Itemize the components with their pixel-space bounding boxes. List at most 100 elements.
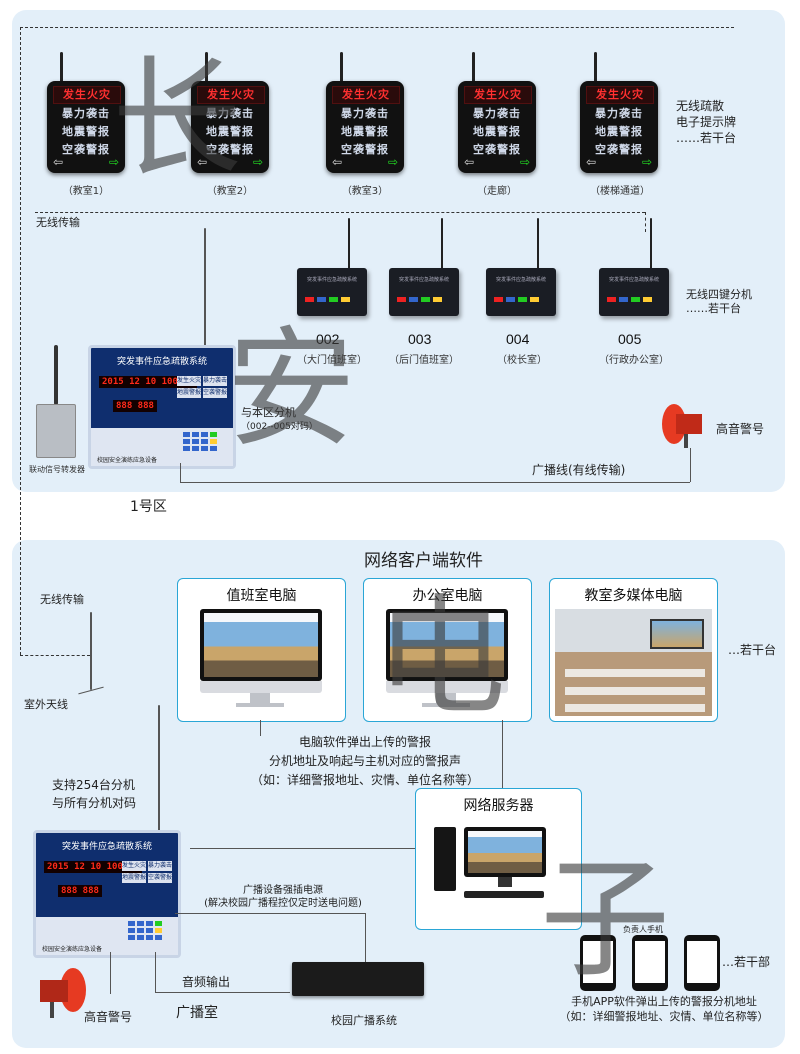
sign-row-earthquake: 地震警报 (341, 125, 389, 138)
host-caption: 校园安全演练应急设备 (97, 457, 158, 464)
wireless-link-middle (35, 212, 645, 213)
sub-unit-location: （校长室） (497, 355, 547, 366)
watermark-char: 安 (226, 313, 357, 465)
wireless-link-top (20, 27, 734, 28)
subs-note: 无线四键分机 ……若干台 (686, 288, 752, 315)
broadcast-wire-label: 广播线(有线传输) (532, 463, 626, 477)
sign-label: （教室1） (62, 186, 110, 197)
sign-row-fire: 发生火灾 (197, 86, 265, 104)
broadcast-room-label: 广播室 (176, 1005, 218, 1021)
sub-unit-number: 005 (618, 331, 642, 347)
sign-label: （楼梯通道） (590, 186, 650, 197)
sign-row-airraid: 空袭警报 (473, 143, 521, 156)
sign-row-airraid: 空袭警报 (62, 143, 110, 156)
phone-icon (580, 935, 616, 991)
host-led-datetime: 2015 12 10 1009 4 (44, 861, 143, 873)
host-key-airraid[interactable]: 空袭警报 (203, 388, 228, 398)
trigger-label: 联动信号转发器 (29, 465, 85, 474)
host-key-fire[interactable]: 发生火灾 (177, 376, 202, 386)
outdoor-antenna-icon (90, 612, 92, 690)
sub-unit-number: 002 (316, 331, 340, 347)
sub-unit-location: （大门值班室） (297, 355, 367, 366)
host-key-airraid[interactable]: 空袭警报 (148, 873, 173, 883)
wireless-label-bottom: 无线传输 (40, 593, 84, 606)
watermark-char: 电 (376, 581, 507, 733)
sign-row-violence: 暴力袭击 (595, 107, 643, 120)
sub-unit-number: 004 (506, 331, 530, 347)
outdoor-antenna-label: 室外天线 (24, 698, 68, 711)
phone-owner-label: 负责人手机 (623, 925, 663, 934)
main-host-broadcast: 突发事件应急疏散系统 2015 12 10 1009 4 888 888 发生火… (33, 830, 181, 958)
watermark-char: 子 (540, 843, 671, 995)
sign-row-fire: 发生火灾 (586, 86, 654, 104)
sign-row-earthquake: 地震警报 (473, 125, 521, 138)
wireless-link-bottom (20, 655, 90, 656)
arrow-right-icon: ⇨ (519, 155, 530, 169)
app-text: 手机APP软件弹出上传的警报分机地址 （如：详细警报地址、灾情、单位名称等） (559, 995, 769, 1023)
arrow-left-icon: ⇦ (586, 155, 597, 169)
sign-row-violence: 暴力袭击 (341, 107, 389, 120)
host-key-violence[interactable]: 暴力袭击 (148, 861, 173, 871)
support-text: 支持254台分机 与所有分机对码 (52, 778, 137, 810)
sign-row-violence: 暴力袭击 (473, 107, 521, 120)
sign-label: （教室3） (341, 186, 389, 197)
trigger-antenna (54, 345, 58, 405)
sign-row-earthquake: 地震警报 (595, 125, 643, 138)
signs-note: 无线疏散 电子提示牌 ……若干台 (676, 99, 737, 145)
phone-icon (632, 935, 668, 991)
sub-unit-location: （行政办公室） (599, 355, 669, 366)
pc-card-classroom: 教室多媒体电脑 (549, 578, 718, 722)
popup-text: 电脑软件弹出上传的警报 分机地址及响起与主机对应的警报声 （如：详细警报地址、灾… (250, 735, 479, 787)
host2-antenna (158, 705, 160, 833)
wireless-link-left (20, 27, 21, 655)
broadcast-wire-line (180, 482, 690, 483)
pair-text: 与本区分机 （002--005对码） (241, 406, 318, 432)
classroom-photo (555, 609, 712, 716)
campus-broadcast-amplifier (292, 962, 424, 996)
arrow-right-icon: ⇨ (108, 155, 119, 169)
arrow-left-icon: ⇦ (332, 155, 343, 169)
host-key-violence[interactable]: 暴力袭击 (203, 376, 228, 386)
sign-row-airraid: 空袭警报 (341, 143, 389, 156)
siren-top (662, 404, 702, 448)
arrow-right-icon: ⇨ (387, 155, 398, 169)
zone-1-label: 1号区 (130, 499, 167, 515)
campus-broadcast-label: 校园广播系统 (331, 1014, 397, 1027)
sign-row-fire: 发生火灾 (53, 86, 121, 104)
pcs-note: …若干台 (728, 643, 777, 657)
sign-row-airraid: 空袭警报 (206, 143, 254, 156)
software-title: 网络客户端软件 (364, 551, 483, 571)
sub-unit-location: （后门值班室） (389, 355, 459, 366)
server-tower (434, 827, 456, 891)
pc-card-office: 办公室电脑 (363, 578, 532, 722)
host-key-earthquake[interactable]: 地震警报 (122, 873, 147, 883)
phones-note: …若干部 (722, 955, 771, 969)
siren-top-label: 高音警号 (716, 422, 765, 436)
sign-row-fire: 发生火灾 (332, 86, 400, 104)
keyboard (464, 891, 544, 898)
sign-row-violence: 暴力袭击 (206, 107, 254, 120)
sign-label: （走廊） (477, 186, 517, 197)
sub-unit-number: 003 (408, 331, 432, 347)
pc-card-duty: 值班室电脑 (177, 578, 346, 722)
host-key-earthquake[interactable]: 地震警报 (177, 388, 202, 398)
audio-out-label: 音频输出 (182, 975, 231, 989)
sign-label: （教室2） (206, 186, 254, 197)
server-card: 网络服务器 (415, 788, 582, 930)
host-caption: 校园安全演练应急设备 (42, 946, 103, 953)
phone-icon (684, 935, 720, 991)
host-key-fire[interactable]: 发生火灾 (122, 861, 147, 871)
host-to-server-line (190, 848, 416, 849)
wireless-link-middle-drop (645, 212, 646, 232)
power-text: 广播设备强插电源 (解决校园广播程控仅定时送电问题) (204, 885, 362, 909)
arrow-left-icon: ⇦ (464, 155, 475, 169)
siren-bottom (40, 968, 86, 1018)
sign-row-earthquake: 地震警报 (206, 125, 254, 138)
host-led-counter: 888 888 (58, 885, 102, 897)
arrow-left-icon: ⇦ (197, 155, 208, 169)
watermark-char: 长 (112, 43, 243, 195)
sign-row-violence: 暴力袭击 (62, 107, 110, 120)
host-led-datetime: 2015 12 10 1009 4 (99, 376, 198, 388)
siren-bottom-label: 高音警号 (84, 1010, 133, 1024)
arrow-right-icon: ⇨ (641, 155, 652, 169)
